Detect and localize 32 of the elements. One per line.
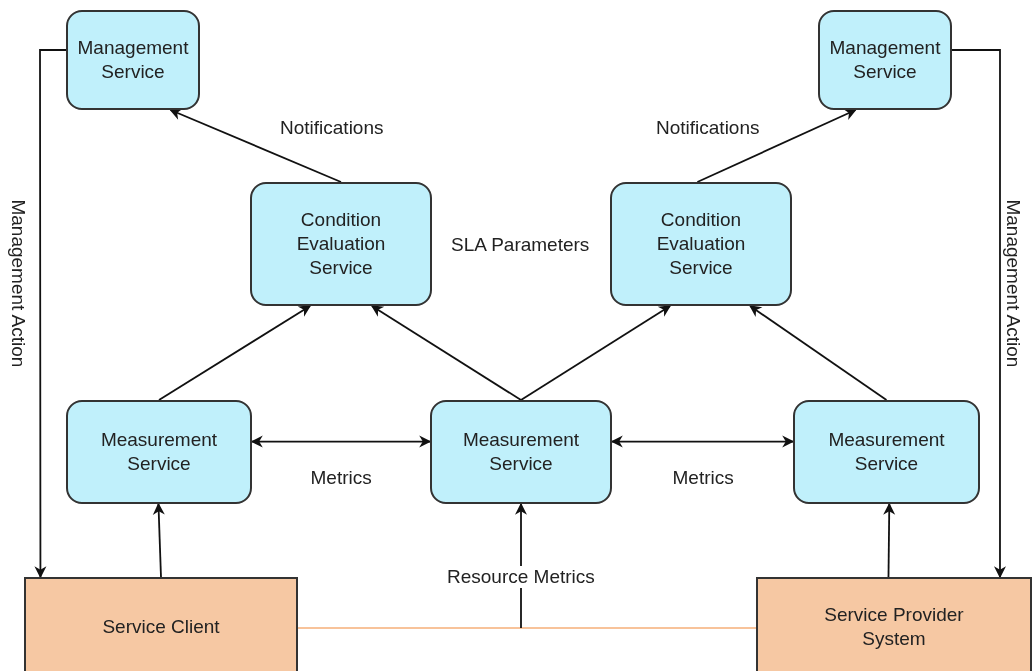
arrow (610, 435, 795, 448)
service-box (430, 400, 612, 504)
system-box (24, 577, 298, 671)
arrow (152, 502, 165, 578)
arrow (169, 108, 342, 183)
connector-line (297, 627, 757, 629)
arrow (749, 305, 888, 401)
service-box (250, 182, 432, 306)
system-box (756, 577, 1032, 671)
service-box (793, 400, 980, 504)
node-label: Management Service (828, 36, 942, 84)
arrow (250, 435, 432, 448)
node-label: Condition Evaluation Service (655, 208, 747, 280)
node-label: Measurement Service (827, 428, 946, 476)
arrow (34, 49, 67, 579)
arrow (696, 109, 857, 183)
arrow (370, 305, 522, 401)
node-label: Condition Evaluation Service (295, 208, 387, 280)
node-label: Measurement Service (99, 428, 219, 476)
arrow (883, 502, 896, 578)
service-box (66, 400, 252, 504)
service-box (818, 10, 952, 110)
node-label: Service Provider System (823, 603, 965, 651)
arrow (951, 49, 1006, 579)
node-label: Measurement Service (461, 428, 581, 476)
node-label: Management Service (76, 36, 190, 84)
node-label: Service Client (102, 615, 220, 639)
arrow (158, 305, 312, 401)
service-box (610, 182, 792, 306)
arrow (520, 305, 672, 401)
service-box (66, 10, 200, 110)
edge-label: Resource Metrics (445, 565, 597, 589)
